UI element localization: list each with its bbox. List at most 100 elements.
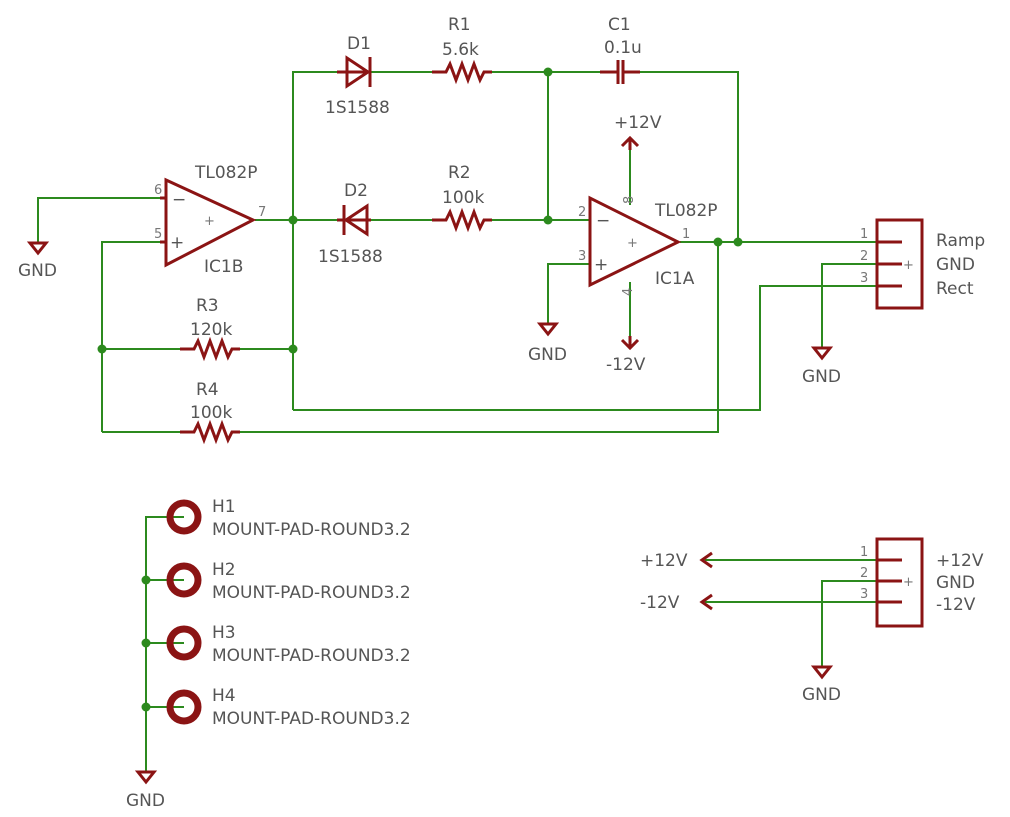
d2-name: D2 — [344, 181, 368, 201]
gnd-symbol-pads: GND — [126, 770, 165, 811]
junction-dot — [288, 344, 298, 354]
resistor-r4: R4 100k — [180, 380, 240, 445]
mount-pad-icon — [166, 689, 202, 725]
r1-value: 5.6k — [442, 40, 479, 60]
arrow-left-icon — [699, 551, 713, 569]
gnd-label: GND — [802, 367, 841, 387]
resistor-r2: R2 100k — [432, 163, 492, 233]
mount-pad-icon — [166, 562, 202, 598]
ic1b-plus: + — [170, 233, 184, 253]
wire-rect — [293, 285, 877, 411]
r2-name: R2 — [448, 163, 471, 183]
r2-value: 100k — [442, 188, 484, 208]
ic1a-minus: − — [596, 211, 610, 231]
ic1b-origin: + — [204, 214, 215, 229]
d1-value: 1S1588 — [325, 98, 390, 118]
conn-out-pin1: 1 — [860, 227, 868, 242]
connector-output: 1 2 3 + Ramp GND Rect — [860, 218, 985, 310]
resistor-r2-body — [432, 207, 492, 233]
capacitor-c1: C1 0.1u — [600, 15, 642, 84]
ic1b-minus: − — [172, 190, 186, 210]
conn-out-pin3: 3 — [860, 271, 868, 286]
mount-pad-h1: H1 MOUNT-PAD-ROUND3.2 — [166, 497, 411, 540]
ic1b-pin6: 6 — [154, 183, 162, 198]
resistor-r1: R1 5.6k — [432, 15, 492, 85]
ic1a-pin3: 3 — [578, 249, 586, 264]
gnd-symbol-ic1b: GND — [18, 241, 57, 281]
ic1a-plus: + — [594, 255, 608, 275]
junction-dot — [141, 702, 151, 712]
opamp-ic1a-body — [588, 195, 682, 288]
ic1a-name: IC1A — [655, 269, 695, 289]
junction-dot — [543, 215, 553, 225]
r4-name: R4 — [196, 380, 219, 400]
junction-dot — [543, 67, 553, 77]
h1-value: MOUNT-PAD-ROUND3.2 — [212, 520, 411, 540]
h2-value: MOUNT-PAD-ROUND3.2 — [212, 583, 411, 603]
gnd-label: GND — [528, 345, 567, 365]
ic1a-pin1: 1 — [682, 227, 690, 242]
junction-dot — [713, 237, 723, 247]
opamp-ic1a: − + + 2 3 1 8 4 TL082P IC1A — [578, 195, 718, 296]
gnd-icon — [810, 665, 834, 680]
junction-dot — [733, 237, 743, 247]
r1-name: R1 — [448, 15, 471, 35]
diode-d1-body — [345, 55, 371, 89]
opamp-ic1b-body — [164, 177, 257, 268]
h4-name: H4 — [212, 686, 236, 706]
resistor-r4-body — [180, 419, 240, 445]
junction-dot — [141, 575, 151, 585]
conn-out-label-gnd: GND — [936, 255, 975, 275]
d1-name: D1 — [347, 34, 371, 54]
conn-pwr-label-pos12: +12V — [936, 551, 984, 571]
wire-to-d1 — [292, 71, 337, 220]
diode-d2-body — [343, 203, 369, 237]
gnd-symbol-power: GND — [802, 665, 841, 705]
wire-out-r4 — [240, 242, 719, 433]
ic1a-pin8: 8 — [622, 196, 637, 204]
resistor-r3: R3 120k — [180, 296, 240, 362]
wire-pwr-gnd — [821, 580, 877, 667]
wire-ic1b-pin5 — [101, 241, 160, 432]
conn-pwr-pin1: 1 — [860, 545, 868, 560]
ic1a-origin: + — [627, 236, 638, 251]
conn-pwr-pin3: 3 — [860, 587, 868, 602]
wire-c1-out — [640, 71, 739, 242]
ic1b-name: IC1B — [204, 257, 243, 277]
gnd-label: GND — [802, 685, 841, 705]
conn-pwr-origin: + — [903, 575, 914, 590]
conn-out-label-ramp: Ramp — [936, 231, 985, 251]
h2-name: H2 — [212, 560, 236, 580]
conn-pwr-label-neg12: -12V — [936, 595, 976, 615]
junction-dot — [141, 638, 151, 648]
gnd-icon — [810, 346, 834, 361]
mount-pad-icon — [166, 499, 202, 535]
mount-pad-icon — [166, 625, 202, 661]
gnd-label: GND — [18, 261, 57, 281]
d2-value: 1S1588 — [318, 247, 383, 267]
gnd-icon — [536, 322, 560, 337]
h3-value: MOUNT-PAD-ROUND3.2 — [212, 646, 411, 666]
gnd-icon — [134, 770, 158, 785]
ic1a-value: TL082P — [654, 201, 718, 221]
ic1a-pin2: 2 — [578, 205, 586, 220]
conn-out-origin: + — [903, 258, 914, 273]
junction-dot — [97, 344, 107, 354]
ic1a-pin4: 4 — [621, 288, 636, 296]
gnd-label: GND — [126, 791, 165, 811]
gnd-symbol-connector: GND — [802, 346, 841, 387]
neg12-label: -12V — [606, 355, 646, 375]
junctions — [97, 67, 743, 712]
conn-pwr-label-gnd: GND — [936, 573, 975, 593]
mount-pad-h4: H4 MOUNT-PAD-ROUND3.2 — [166, 686, 411, 729]
ic1b-pin5: 5 — [154, 227, 162, 242]
mount-pad-h2: H2 MOUNT-PAD-ROUND3.2 — [166, 560, 411, 603]
gnd-icon — [26, 241, 50, 256]
wire-pads-gnd — [145, 516, 184, 772]
ic1b-value: TL082P — [194, 163, 258, 183]
pos12-label: +12V — [614, 113, 662, 133]
resistor-r3-body — [180, 336, 240, 362]
h4-value: MOUNT-PAD-ROUND3.2 — [212, 709, 411, 729]
supply-pos12-ic1a: +12V — [614, 113, 662, 150]
wire-ic1b-pin6-gnd — [37, 197, 160, 243]
